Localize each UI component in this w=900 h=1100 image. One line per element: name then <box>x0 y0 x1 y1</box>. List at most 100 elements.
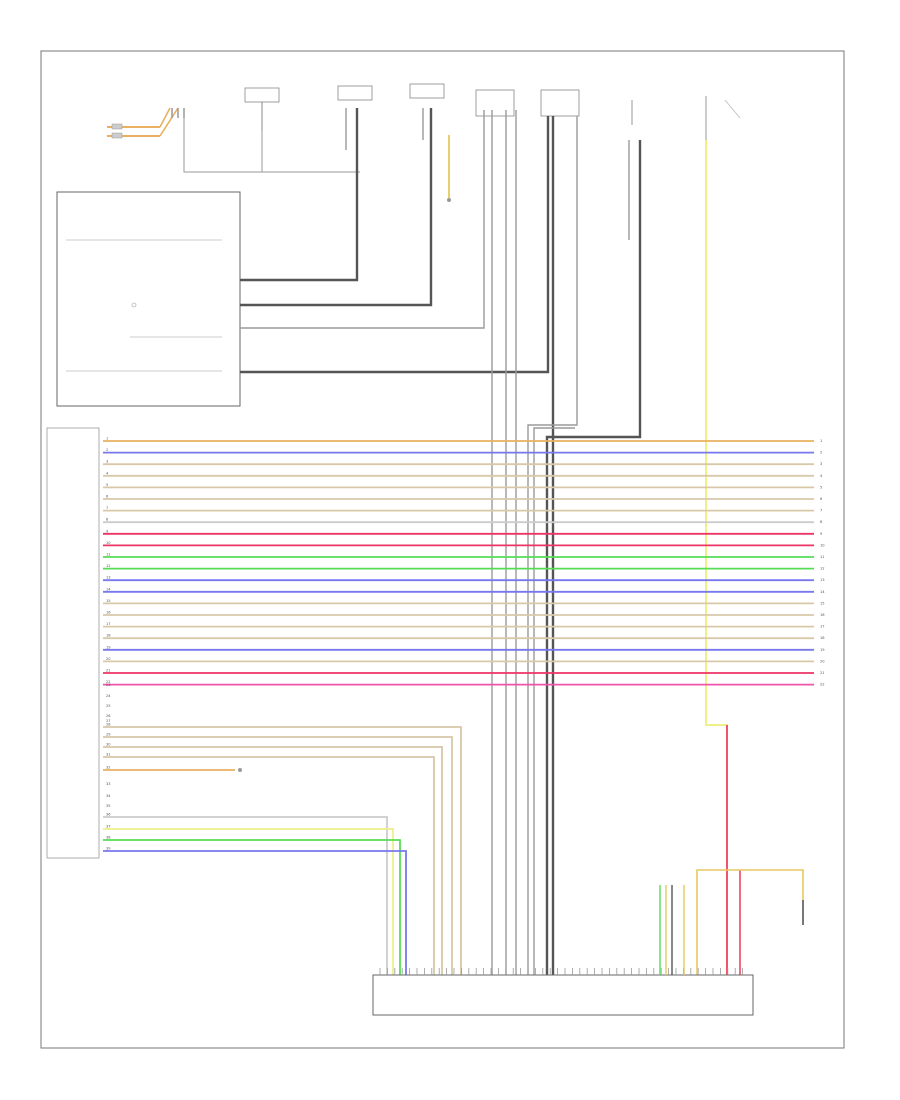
bus-wire-pin-right: 5 <box>820 485 822 489</box>
bus-wire: 22 <box>103 448 822 455</box>
bus-wire-pin-right: 18 <box>820 636 825 640</box>
connector-pin: 33 <box>106 782 111 786</box>
module-box <box>56 191 241 407</box>
bus-wire-pin: 20 <box>106 657 111 661</box>
connector-pin: 25 <box>106 704 111 708</box>
lower-wire-line <box>103 850 407 975</box>
bus-wire: 77 <box>103 506 822 513</box>
lower-wire-pin: 30 <box>106 743 111 747</box>
bus-wire-pin: 21 <box>106 669 111 673</box>
bus-wire-pin-right: 1 <box>820 439 822 443</box>
bus-wire-pin-right: 8 <box>820 520 823 524</box>
yellow-red-feed <box>696 140 804 975</box>
lower-wire-end <box>238 768 242 772</box>
bus-wire: 44 <box>103 471 823 478</box>
bus-wire-pin: 1 <box>106 437 108 441</box>
connector-pin: 23 <box>106 683 111 687</box>
lower-wire: 39 <box>103 847 407 975</box>
bus-wire-pin: 12 <box>106 564 111 568</box>
lower-wire-line <box>103 746 443 975</box>
lower-wire-pin: 38 <box>106 836 111 840</box>
bus-wire-pin-right: 12 <box>820 567 825 571</box>
lower-wire: 28 <box>103 723 462 975</box>
connector-pin: 26 <box>106 714 111 718</box>
bus-wire-pin: 13 <box>106 576 111 580</box>
bus-wire-pin-right: 10 <box>820 543 825 547</box>
lower-wire-line <box>103 828 394 975</box>
component-8 <box>705 96 741 140</box>
bus-wire-pin: 14 <box>106 587 111 591</box>
connector-pin: 34 <box>106 794 111 798</box>
top-components <box>107 83 741 202</box>
bus-wire-pin-right: 16 <box>820 613 825 617</box>
bus-wire: 99 <box>103 529 823 536</box>
component-4 <box>409 83 451 202</box>
bus-wire-pin-right: 20 <box>820 659 825 663</box>
lower-wire: 36 <box>103 813 388 975</box>
bottom-module <box>372 968 754 1016</box>
bus-wire-pin-right: 6 <box>820 497 823 501</box>
bus-wire-pin: 18 <box>106 634 111 638</box>
connector-pin: 27 <box>106 719 111 723</box>
bus-wire: 33 <box>103 460 822 466</box>
bus-wire-pin-right: 22 <box>820 683 825 687</box>
lower-wire-pin: 31 <box>106 753 111 757</box>
lower-wire-pin: 36 <box>106 813 111 817</box>
bus-wire: 11 <box>103 437 822 443</box>
bus-wire-pin-right: 17 <box>820 625 825 629</box>
bus-wire-pin: 5 <box>106 483 108 487</box>
bus-wire-pin-right: 13 <box>820 578 825 582</box>
bus-wire: 66 <box>103 495 823 501</box>
bus-wire-pin-right: 21 <box>820 671 825 675</box>
bus-wire-pin: 15 <box>106 599 111 603</box>
bus-wire: 13 13 <box>103 576 825 582</box>
bus-wires: 1122334455667788991010111112121313141415… <box>103 437 825 687</box>
component-2 <box>183 87 360 173</box>
bus-wire-pin-right: 4 <box>820 474 823 478</box>
bus-wire-pin-right: 14 <box>820 590 825 594</box>
lower-wire-pin: 29 <box>106 733 111 737</box>
lower-wire-line <box>103 756 435 975</box>
module-signal-wires <box>240 108 550 374</box>
bus-wire-pin: 8 <box>106 518 109 522</box>
bus-wire-pin-right: 9 <box>820 532 823 536</box>
ground-splice <box>659 885 685 975</box>
bus-wire-pin-right: 7 <box>820 509 822 513</box>
connector-pin: 35 <box>106 804 111 808</box>
bus-wire-pin: 10 <box>106 541 111 545</box>
connector-pin: 24 <box>106 694 111 698</box>
lower-wire: 38 <box>103 836 401 975</box>
bus-wire-pin-right: 3 <box>820 462 822 466</box>
lower-wire-pin: 28 <box>106 723 111 727</box>
bus-wire-pin: 2 <box>106 448 108 452</box>
bus-wire-pin-right: 15 <box>820 601 825 605</box>
component-5 <box>475 89 515 117</box>
bus-wire: 14 14 <box>103 587 825 594</box>
lower-wire: 37 <box>103 825 394 975</box>
bus-wire-pin: 9 <box>106 529 109 533</box>
bus-wire: 55 <box>103 483 822 489</box>
bus-wire-pin: 16 <box>106 611 111 615</box>
bus-wire-pin: 19 <box>106 645 111 649</box>
bus-wire-pin: 17 <box>106 622 111 626</box>
lower-wire-pin: 37 <box>106 825 111 829</box>
component-6 <box>540 89 580 117</box>
lower-wire-pin: 39 <box>106 847 111 851</box>
bus-wire-pin-right: 11 <box>820 555 825 559</box>
lower-wire-line <box>103 736 453 975</box>
lower-wire-line <box>103 816 388 975</box>
bus-wire-pin-right: 2 <box>820 451 822 455</box>
bus-wire-pin: 4 <box>106 471 109 475</box>
lower-wire-pin: 32 <box>106 766 111 770</box>
bus-wire: 10 10 <box>103 541 825 547</box>
lower-wire: 30 <box>103 743 443 975</box>
lower-wire: 32 <box>103 766 242 772</box>
